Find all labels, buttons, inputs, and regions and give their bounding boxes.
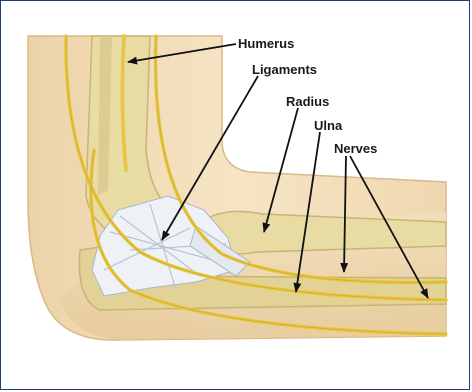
nerves-label: Nerves xyxy=(334,141,377,156)
ulna-label: Ulna xyxy=(314,118,343,133)
radius-label: Radius xyxy=(286,94,329,109)
humerus-label: Humerus xyxy=(238,36,294,51)
ligaments-label: Ligaments xyxy=(252,62,317,77)
